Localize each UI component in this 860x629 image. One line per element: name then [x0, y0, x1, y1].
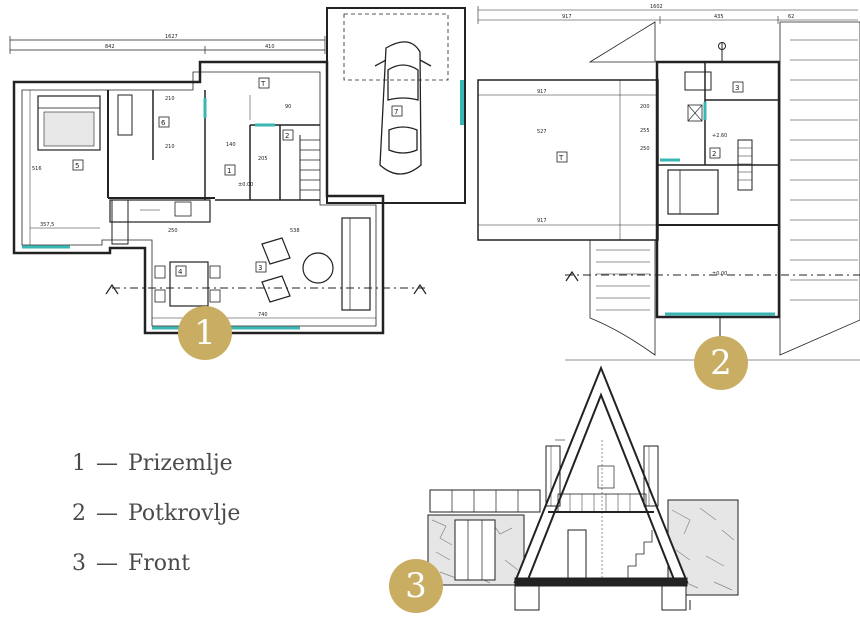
legend-dash: —	[96, 551, 118, 576]
attic-dim-edge: 62	[788, 14, 794, 20]
dim-left: 842	[105, 44, 115, 50]
legend-number: 1	[72, 451, 86, 476]
front-elevation	[427, 365, 739, 611]
attic-room-t: T	[558, 154, 564, 162]
ground-floor-plan	[9, 7, 466, 335]
attic-floor-plan	[477, 6, 860, 361]
dim-mid-b: 210	[165, 144, 175, 150]
legend-number: 2	[72, 501, 86, 526]
legend-item-1: 1 — Prizemlje	[72, 446, 240, 496]
dim-wc: 205	[258, 156, 268, 162]
legend-item-2: 2 — Potkrovlje	[72, 496, 240, 546]
dim-mid-e: 538	[290, 228, 300, 234]
dim-mid-c: 140	[226, 142, 236, 148]
level-ground: ±0.00	[238, 182, 253, 188]
floor-slab	[514, 577, 688, 587]
room-t: T	[260, 80, 266, 88]
badge-ground-floor: 1	[178, 306, 232, 360]
attic-dim-total: 1602	[650, 4, 663, 10]
dining-table	[169, 261, 209, 307]
dim-mid-d: 250	[168, 228, 178, 234]
legend-label: Potkrovlje	[128, 501, 241, 526]
legend-number: 3	[72, 551, 86, 576]
attic-room-3: 3	[735, 84, 739, 92]
badge-front: 3	[389, 559, 443, 613]
attic-bed	[667, 169, 719, 215]
attic-level-bottom: ±0.00	[712, 271, 727, 277]
legend-dash: —	[96, 451, 118, 476]
sofa	[341, 217, 371, 311]
legend-label: Front	[128, 551, 191, 576]
legend-item-3: 3 — Front	[72, 546, 240, 596]
terrace-outline	[477, 79, 659, 241]
attic-plan-labels: 1602 917 435 62 917 527 917 200 255 250 …	[537, 4, 794, 277]
ground-outer-wall	[12, 60, 385, 335]
legend-dash: —	[96, 501, 118, 526]
attic-outer-wall	[655, 60, 781, 319]
coffee-table	[302, 252, 334, 284]
car-symbol	[374, 41, 432, 175]
dim-right: 410	[265, 44, 275, 50]
a-frame-roof	[513, 365, 689, 583]
room-3: 3	[258, 264, 262, 272]
legend: 1 — Prizemlje 2 — Potkrovlje 3 — Front	[72, 446, 240, 596]
attic-level: +2.60	[712, 133, 727, 139]
attic-dim-side-a: 917	[537, 89, 547, 95]
attic-dim-inner: 917	[562, 14, 572, 20]
room-5: 5	[75, 162, 79, 170]
room-7: 7	[394, 108, 398, 116]
attic-dim-right: 435	[714, 14, 724, 20]
attic-dim-v2: 255	[640, 128, 650, 134]
dim-side: 516	[32, 166, 42, 172]
attic-room-2: 2	[712, 150, 716, 158]
ground-plan-labels: 1627 842 410 357,5 740 516 210 210 140 2…	[32, 34, 398, 318]
dim-bottom-right: 740	[258, 312, 268, 318]
dim-bottom-left: 357,5	[40, 222, 54, 228]
room-1: 1	[227, 167, 231, 175]
badge-attic: 2	[694, 336, 748, 390]
attic-dim-side-b: 527	[537, 129, 547, 135]
room-4: 4	[178, 268, 183, 276]
attic-dim-v1: 200	[640, 104, 650, 110]
dim-mid-a: 210	[165, 96, 175, 102]
roof-hatching	[588, 21, 860, 356]
room-2: 2	[285, 132, 289, 140]
attic-dim-v3: 250	[640, 146, 650, 152]
legend-label: Prizemlje	[128, 451, 233, 476]
room-6: 6	[161, 119, 166, 127]
dim-total: 1627	[165, 34, 178, 40]
attic-dim-side-c: 917	[537, 218, 547, 224]
dim-door: 90	[285, 104, 291, 110]
